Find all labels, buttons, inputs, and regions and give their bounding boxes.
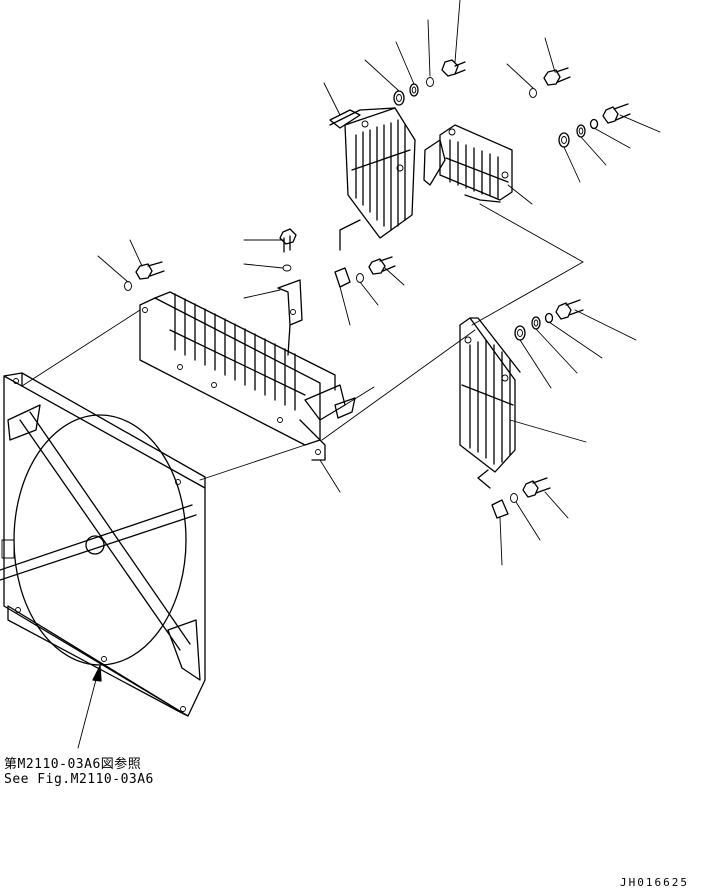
shroud-bolt-hole xyxy=(175,479,181,485)
center-guard xyxy=(139,291,356,461)
fan-shroud xyxy=(0,372,206,717)
small-bracket xyxy=(277,279,303,356)
bolt xyxy=(555,299,584,320)
bolt xyxy=(543,67,571,86)
washers xyxy=(124,77,599,503)
upper-right-guard xyxy=(423,124,513,203)
bolt xyxy=(441,59,466,77)
drawing-id: JH016625 xyxy=(620,876,689,889)
fan-hub xyxy=(85,535,105,555)
shroud-bolt-hole xyxy=(180,706,186,712)
bolt xyxy=(135,261,165,280)
bolt xyxy=(279,228,297,253)
bolt xyxy=(368,256,396,275)
bolt xyxy=(522,477,551,498)
reference-arrow xyxy=(77,665,102,749)
shroud-bolt-hole xyxy=(13,378,19,384)
lower-right-guard xyxy=(459,317,521,489)
bolt xyxy=(602,103,631,124)
clamp-lower xyxy=(491,499,509,519)
upper-left-guard xyxy=(329,107,416,251)
reference-note-jp: 第M2110-03A6図参照 xyxy=(4,757,142,772)
shroud-bolt-hole xyxy=(15,607,21,613)
reference-note-en: See Fig.M2110-03A6 xyxy=(4,772,154,787)
shroud-bolt-hole xyxy=(101,656,107,662)
clamp-center xyxy=(334,267,351,288)
leader-lines xyxy=(21,0,661,566)
